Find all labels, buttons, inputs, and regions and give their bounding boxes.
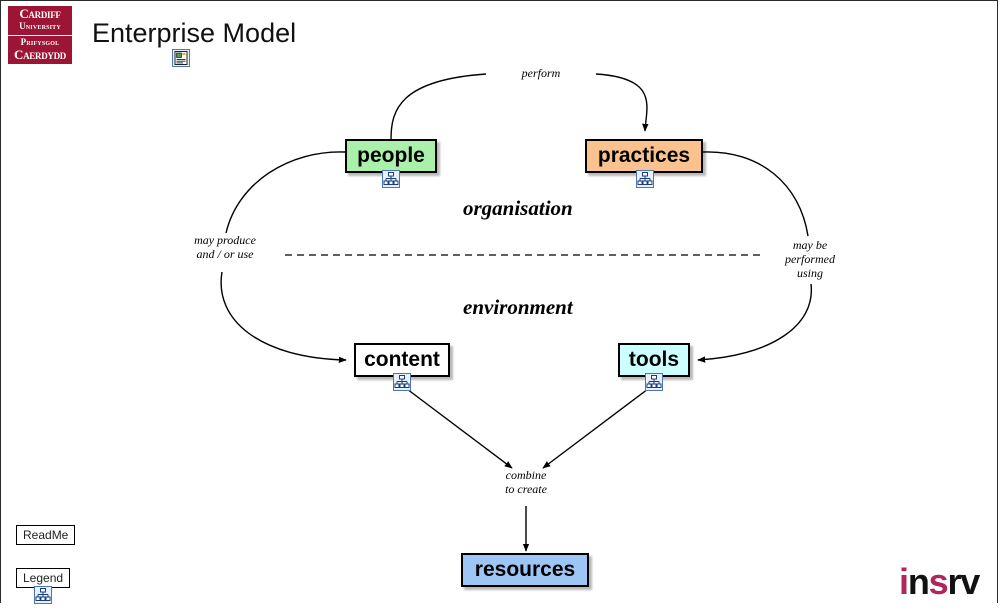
insrv-letters-rv: rv — [947, 561, 980, 602]
legend-button[interactable]: Legend — [16, 568, 71, 588]
page-title: Enterprise Model — [92, 18, 297, 48]
edge-label-may-be-performed-using: may be performed using — [777, 238, 843, 280]
edge-tools-to-combine — [542, 388, 649, 469]
edge-label-may-produce-line1: may produce — [194, 233, 256, 247]
edge-label-may-produce-line2: and / or use — [196, 247, 254, 261]
hierarchy-icon[interactable] — [645, 373, 663, 391]
insrv-letter-i: i — [899, 561, 909, 602]
insrv-logo: insrv — [899, 561, 980, 602]
node-tools[interactable]: tools — [618, 343, 690, 377]
edge-may-produce-lower — [220, 271, 347, 364]
cardiff-line-4: Caerdydd — [14, 47, 66, 62]
edge-may-be-lower — [697, 283, 812, 363]
edge-label-may-produce: may produce and / or use — [176, 233, 274, 261]
edge-label-combine-line1: combine — [505, 468, 547, 482]
cardiff-crest-top: Cardiff University — [8, 6, 72, 35]
hierarchy-icon[interactable] — [382, 170, 400, 188]
edge-perform-right — [595, 73, 649, 132]
cardiff-line-1: Cardiff — [19, 6, 61, 21]
cardiff-crest-bottom: Prifysgol Caerdydd — [8, 36, 72, 64]
cardiff-line-3: Prifysgol — [20, 37, 60, 47]
hierarchy-icon[interactable] — [34, 586, 52, 604]
edge-may-produce-upper — [225, 151, 346, 234]
readme-button[interactable]: ReadMe — [16, 525, 76, 545]
insrv-letter-s: s — [928, 561, 949, 602]
node-practices[interactable]: practices — [585, 139, 703, 173]
edge-label-perform: perform — [486, 66, 596, 80]
document-icon[interactable] — [172, 49, 190, 67]
edge-label-may-be-line2: performed — [785, 252, 835, 266]
hierarchy-icon[interactable] — [636, 170, 654, 188]
region-label-organisation: organisation — [463, 196, 573, 220]
node-resources[interactable]: resources — [461, 553, 589, 587]
cardiff-university-logo: Cardiff University Prifysgol Caerdydd — [8, 6, 72, 64]
node-content[interactable]: content — [354, 343, 450, 377]
node-people[interactable]: people — [345, 139, 437, 173]
region-label-environment: environment — [463, 295, 573, 319]
edge-label-combine-line2: to create — [505, 482, 547, 496]
insrv-letter-n: n — [907, 561, 930, 602]
edge-perform-left — [390, 73, 487, 140]
cardiff-line-2: University — [19, 21, 61, 31]
edge-label-may-be-line3: using — [796, 266, 823, 280]
hierarchy-icon[interactable] — [393, 373, 411, 391]
edge-label-may-be-line1: may be — [792, 238, 828, 252]
edge-content-to-combine — [406, 388, 513, 469]
edge-may-be-upper — [702, 151, 809, 237]
edge-label-combine-to-create: combine to create — [479, 468, 573, 496]
